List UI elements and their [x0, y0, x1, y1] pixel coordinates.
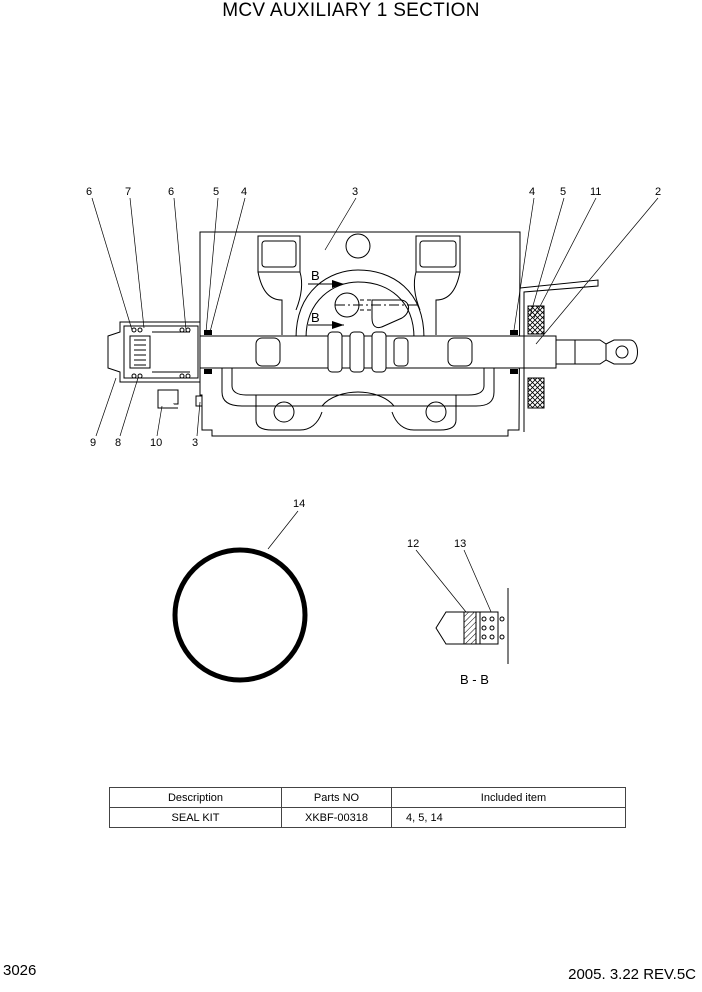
header-parts-no: Parts NO: [281, 787, 392, 808]
callout-6b: 6: [168, 186, 174, 198]
callout-4b: 4: [529, 186, 535, 198]
callout-2: 2: [655, 186, 661, 198]
valve-body: [199, 231, 521, 437]
callout-12: 12: [407, 538, 419, 550]
spool: [171, 331, 638, 373]
cell-included-item: 4, 5, 14: [391, 807, 626, 828]
section-label: B - B: [460, 672, 489, 687]
callout-5b: 5: [560, 186, 566, 198]
callout-4a: 4: [241, 186, 247, 198]
section-mark-upper: B: [311, 268, 320, 283]
revision-date: 2005. 3.22 REV.5C: [568, 966, 696, 983]
page-title: MCV AUXILIARY 1 SECTION: [222, 0, 480, 21]
header-description: Description: [109, 787, 282, 808]
leader-lines: [91, 197, 659, 615]
callout-7: 7: [125, 186, 131, 198]
callout-8: 8: [115, 437, 121, 449]
callout-6a: 6: [86, 186, 92, 198]
section-arrows: [308, 280, 344, 329]
cell-parts-no: XKBF-00318: [281, 807, 392, 828]
callout-13: 13: [454, 538, 466, 550]
detail-b-b: [435, 588, 509, 664]
table-header-row: Description Parts NO Included item: [109, 787, 626, 808]
wiper-seal: [519, 279, 599, 432]
callout-11: 11: [590, 186, 601, 198]
callout-3a: 3: [352, 186, 358, 198]
parts-table: Description Parts NO Included item SEAL …: [109, 787, 626, 828]
cell-description: SEAL KIT: [109, 807, 282, 828]
o-ring-14: [172, 547, 308, 683]
header-included-item: Included item: [391, 787, 626, 808]
o-rings: [204, 330, 518, 374]
end-cap-assembly: [107, 321, 203, 409]
callout-9: 9: [90, 437, 96, 449]
callout-5a: 5: [213, 186, 219, 198]
callout-14: 14: [293, 498, 305, 510]
page-number: 3026: [3, 962, 37, 979]
table-row: SEAL KIT XKBF-00318 4, 5, 14: [109, 807, 626, 828]
section-mark-lower: B: [311, 310, 320, 325]
callout-3b: 3: [192, 437, 198, 449]
callout-10: 10: [150, 437, 162, 449]
